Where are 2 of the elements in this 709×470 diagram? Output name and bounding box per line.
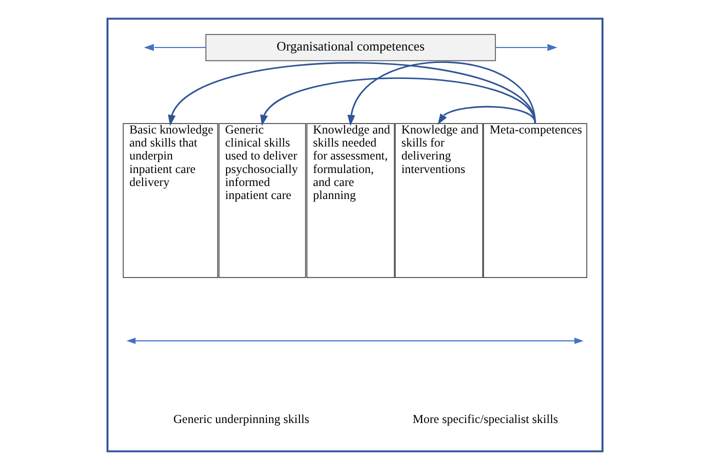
label: Generic underpinning skills (172, 412, 309, 426)
label: More specific/specialist skills (412, 412, 558, 426)
